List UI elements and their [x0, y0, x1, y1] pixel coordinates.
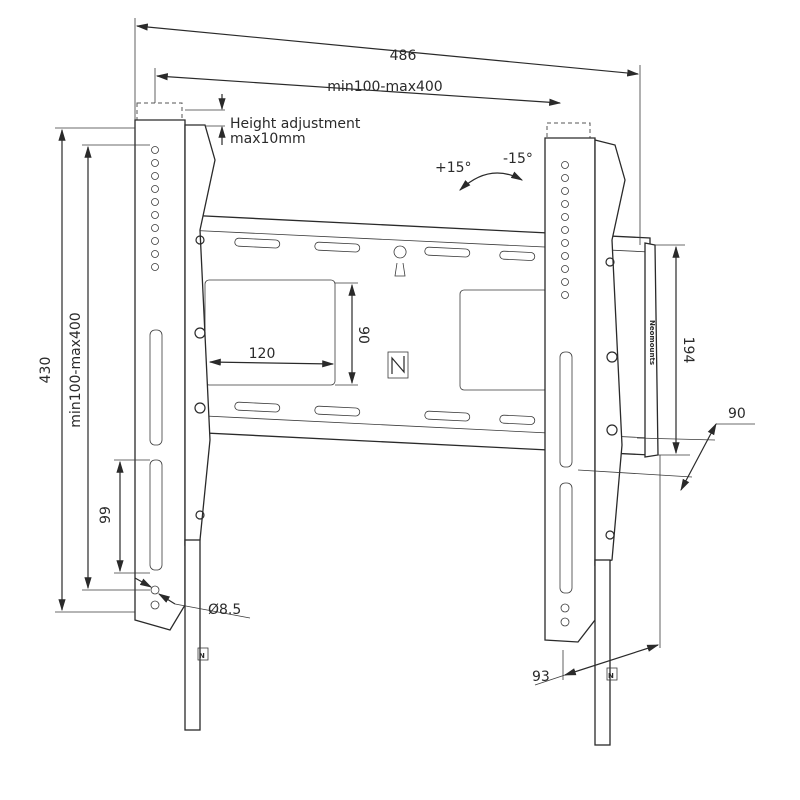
dimension-overall-width: 486 [134, 18, 641, 245]
dimension-vesa-width: min100-max400 [154, 68, 562, 106]
svg-text:99: 99 [98, 506, 114, 524]
svg-text:90: 90 [728, 406, 746, 422]
svg-text:N: N [199, 652, 205, 660]
rail-slots-top [234, 237, 536, 261]
dimension-cutout-height: 90 [335, 282, 371, 386]
svg-text:Neomounts: Neomounts [648, 320, 656, 365]
left-upright-bracket: N [134, 102, 216, 731]
dimension-overall-height: 430 [38, 127, 135, 613]
svg-text:N: N [608, 672, 614, 680]
safety-strap-right [594, 559, 611, 746]
dimension-vesa-height: min100-max400 [68, 144, 150, 591]
svg-text:486: 486 [390, 48, 417, 64]
dimension-slot-length: 99 [98, 459, 150, 574]
strap-label-left [197, 647, 209, 661]
svg-text:+15°: +15° [435, 160, 472, 176]
svg-text:120: 120 [249, 346, 276, 362]
dimension-height-adjustment: Height adjustment max10mm [185, 94, 361, 147]
safety-strap-left [184, 539, 201, 731]
dimension-plate-height: 194 [655, 244, 696, 456]
tilt-indicator: +15° -15° [435, 151, 533, 191]
brand-logo [387, 351, 409, 379]
svg-text:max10mm: max10mm [230, 131, 306, 147]
svg-text:90: 90 [355, 326, 371, 344]
svg-text:Height adjustment: Height adjustment [230, 116, 361, 132]
svg-text:93: 93 [532, 669, 550, 685]
adjustment-holes-left [151, 146, 159, 271]
adjustment-holes-right [561, 161, 569, 299]
svg-text:min100-max400: min100-max400 [327, 79, 442, 95]
dimension-cutout-width: 120 [208, 346, 335, 368]
svg-text:194: 194 [680, 337, 696, 364]
dimension-wall-distance: 90 [577, 406, 755, 492]
svg-text:Ø8.5: Ø8.5 [208, 602, 241, 618]
svg-text:min100-max400: min100-max400 [68, 312, 84, 427]
keyhole-icon [393, 245, 407, 277]
dimension-depth: 93 [532, 455, 661, 686]
svg-text:430: 430 [38, 357, 54, 384]
dimension-hole-diameter: Ø8.5 [134, 577, 251, 619]
rail-slots-bottom [234, 401, 536, 425]
svg-text:-15°: -15° [503, 151, 533, 167]
